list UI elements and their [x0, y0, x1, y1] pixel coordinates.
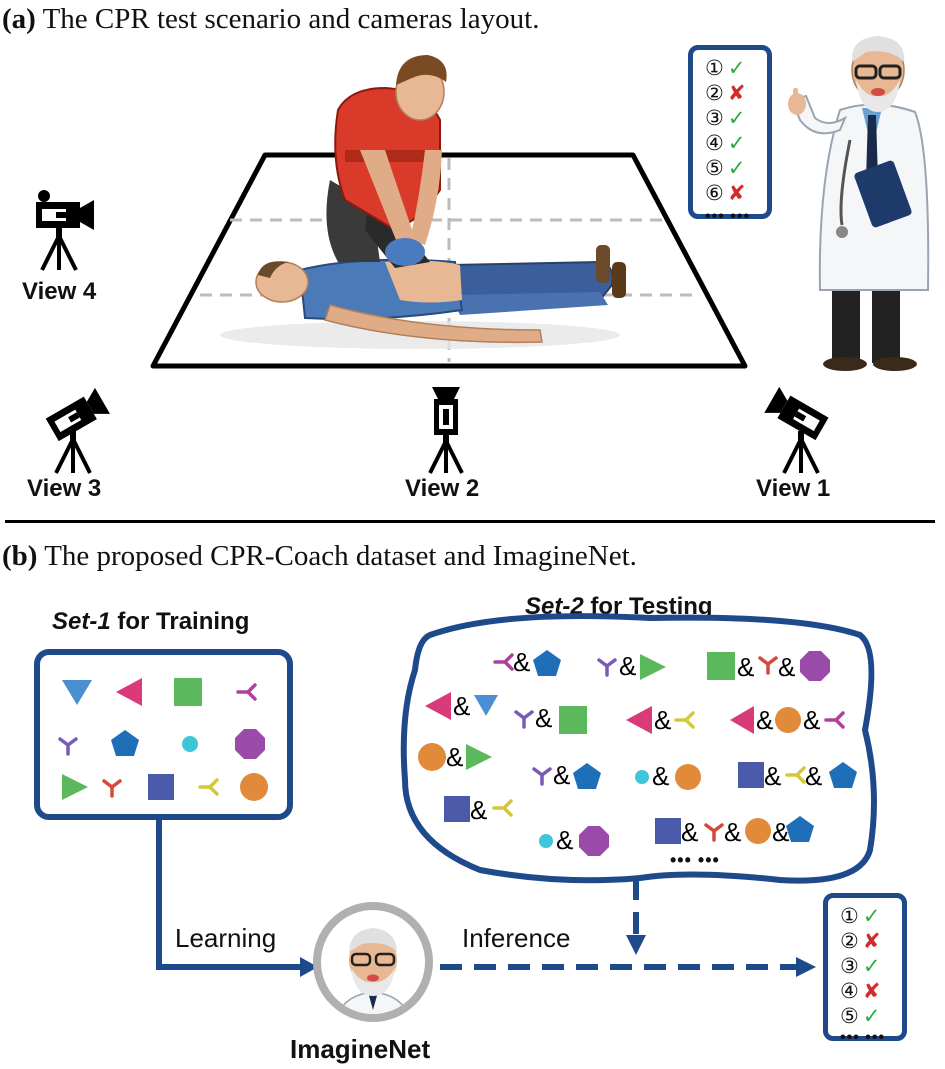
view-2-label: View 2 — [405, 475, 480, 502]
result-checklist-row: ③✓ — [840, 954, 902, 979]
doctor-checklist-row: ⑥✘ — [705, 181, 767, 206]
svg-text:&: & — [805, 761, 822, 791]
svg-text:&: & — [778, 652, 795, 682]
set-2-arrow-head — [626, 935, 646, 955]
result-checklist-row: ⑤✓ — [840, 1004, 902, 1029]
result-checklist: ①✓②✘③✓④✘⑤✓ ••• ••• — [823, 893, 907, 1046]
svg-text:&: & — [553, 760, 570, 790]
doctor-checklist-row: ⑤✓ — [705, 156, 767, 181]
checklist-more: ••• ••• — [840, 1029, 886, 1046]
cross-mark-icon: ✘ — [862, 979, 881, 1003]
svg-text:&: & — [470, 795, 487, 825]
result-checklist-row: ④✘ — [840, 979, 902, 1004]
svg-text:&: & — [453, 691, 470, 721]
step-number: ④ — [840, 979, 859, 1003]
set-2-box — [400, 613, 877, 884]
checklist-more: ••• ••• — [705, 208, 751, 225]
imaginenet-label: ImagineNet — [290, 1034, 431, 1064]
result-checklist-row: ②✘ — [840, 929, 902, 954]
svg-text:&: & — [803, 705, 820, 735]
step-number: ① — [705, 56, 724, 80]
set-1-shapes — [58, 678, 268, 801]
dataset-diagram: & & & & & & & & & & & & & — [34, 613, 877, 1022]
check-mark-icon: ✓ — [862, 954, 881, 978]
check-mark-icon: ✓ — [727, 56, 746, 80]
doctor-checklist-row: ②✘ — [705, 81, 767, 106]
step-number: ③ — [705, 106, 724, 130]
step-number: ② — [840, 929, 859, 953]
learning-arrow-head — [300, 957, 318, 977]
svg-text:&: & — [756, 705, 773, 735]
learning-arrow-line — [156, 820, 300, 970]
check-mark-icon: ✓ — [862, 904, 881, 928]
cross-mark-icon: ✘ — [727, 81, 746, 105]
set-2-more: ••• ••• — [670, 850, 720, 870]
panel-a-label: (a) — [2, 3, 36, 35]
svg-text:&: & — [724, 817, 741, 847]
step-number: ② — [705, 81, 724, 105]
step-number: ⑤ — [840, 1004, 859, 1028]
set-1-name: Set-1 — [52, 608, 111, 635]
view-1-label: View 1 — [756, 475, 831, 502]
learning-label: Learning — [175, 923, 277, 953]
view-4-label: View 4 — [22, 278, 97, 305]
step-number: ③ — [840, 954, 859, 978]
step-number: ① — [840, 904, 859, 928]
view-3-label: View 3 — [27, 475, 102, 502]
doctor-checklist-row: ①✓ — [705, 56, 767, 81]
step-number: ⑤ — [705, 156, 724, 180]
svg-text:&: & — [513, 647, 530, 677]
doctor-checklist-row: ④✓ — [705, 131, 767, 156]
svg-text:&: & — [654, 705, 671, 735]
svg-text:&: & — [556, 825, 573, 855]
inference-label: Inference — [462, 923, 571, 953]
svg-text:&: & — [737, 652, 754, 682]
video-camera-on-tripod-icon — [764, 386, 829, 474]
check-mark-icon: ✓ — [727, 131, 746, 155]
svg-text:&: & — [764, 761, 781, 791]
set-1-title: Set-1 for Training — [52, 608, 249, 636]
check-mark-icon: ✓ — [727, 106, 746, 130]
panel-divider — [5, 520, 935, 523]
cross-mark-icon: ✘ — [862, 929, 881, 953]
cross-mark-icon: ✘ — [727, 181, 746, 205]
svg-text:&: & — [681, 817, 698, 847]
panel-a-caption-text: The CPR test scenario and cameras layout… — [42, 3, 540, 35]
set-1-box — [34, 649, 293, 820]
check-mark-icon: ✓ — [862, 1004, 881, 1028]
svg-text:&: & — [652, 761, 669, 791]
set-1-suffix: for Training — [110, 608, 250, 635]
rescuer-performing-cpr-icon — [326, 55, 447, 268]
doctor-avatar-icon — [313, 902, 433, 1022]
svg-text:&: & — [446, 742, 463, 772]
doctor-checklist: ①✓②✘③✓④✓⑤✓⑥✘ ••• ••• — [688, 45, 772, 225]
panel-b-caption: (b) The proposed CPR-Coach dataset and I… — [2, 540, 637, 572]
panel-b-caption-text: The proposed CPR-Coach dataset and Imagi… — [44, 540, 637, 572]
svg-text:&: & — [535, 703, 552, 733]
doctor-with-clipboard-icon — [788, 36, 930, 371]
svg-text:&: & — [619, 651, 636, 681]
patient-lying-down-icon — [255, 245, 626, 344]
video-camera-on-tripod-icon — [45, 387, 110, 474]
step-number: ⑥ — [705, 181, 724, 205]
panel-b-label: (b) — [2, 540, 38, 572]
video-camera-on-tripod-icon — [36, 190, 94, 271]
doctor-checklist-row: ③✓ — [705, 106, 767, 131]
video-camera-on-tripod-icon — [428, 387, 464, 474]
result-checklist-row: ①✓ — [840, 904, 902, 929]
set-2-shapes: & & & & & & & & & & & & & — [418, 647, 857, 856]
svg-text:&: & — [772, 817, 789, 847]
check-mark-icon: ✓ — [727, 156, 746, 180]
step-number: ④ — [705, 131, 724, 155]
panel-a-caption: (a) The CPR test scenario and cameras la… — [2, 3, 539, 35]
inference-arrow-head — [796, 957, 816, 977]
cpr-scene — [150, 36, 930, 371]
